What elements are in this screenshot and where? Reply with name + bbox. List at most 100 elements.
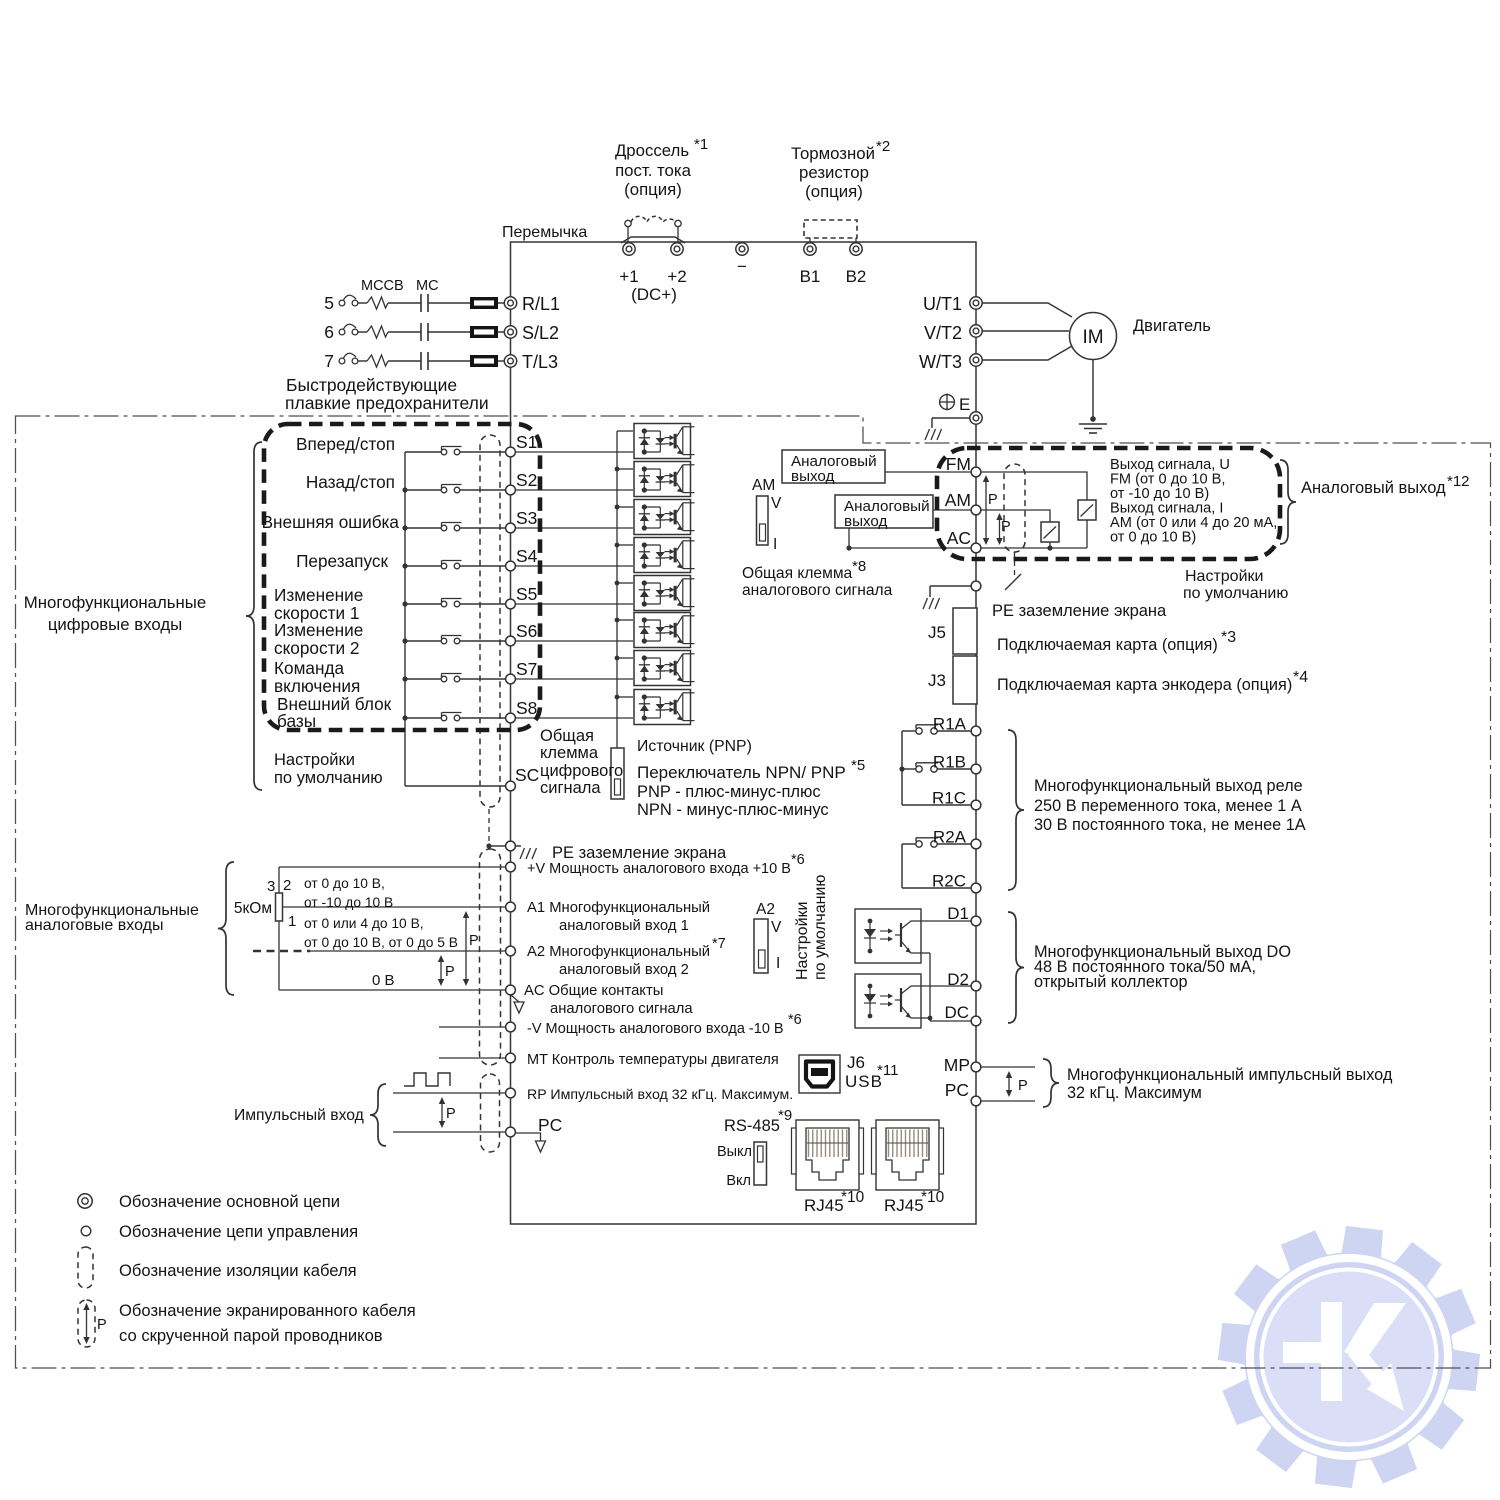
svg-text:Внешний блок: Внешний блок bbox=[277, 694, 392, 714]
svg-text:Настройки: Настройки bbox=[1185, 568, 1263, 585]
svg-text:RP Импульсный вход 32 кГц. Мак: RP Импульсный вход 32 кГц. Максимум. bbox=[527, 1087, 793, 1103]
svg-text:скорости 1: скорости 1 bbox=[274, 603, 359, 623]
svg-text:S4: S4 bbox=[516, 546, 538, 566]
svg-text:A2 Многофункциональный: A2 Многофункциональный bbox=[527, 944, 710, 960]
svg-text:250 В переменного тока, менее: 250 В переменного тока, менее 1 А bbox=[1034, 797, 1302, 815]
svg-text:Изменение: Изменение bbox=[274, 620, 363, 640]
svg-text:A1 Многофункциональный: A1 Многофункциональный bbox=[527, 900, 710, 916]
svg-text:+2: +2 bbox=[667, 267, 686, 286]
svg-text:Подключаемая карта энкодера (о: Подключаемая карта энкодера (опция) bbox=[997, 676, 1292, 694]
svg-text:Аналоговый: Аналоговый bbox=[844, 498, 930, 515]
svg-text:*9: *9 bbox=[778, 1107, 792, 1124]
svg-text:V/T2: V/T2 bbox=[924, 323, 962, 343]
svg-text:Быстродействующие: Быстродействующие bbox=[286, 375, 457, 395]
svg-text:по умолчанию: по умолчанию bbox=[1183, 585, 1288, 602]
svg-text:AM: AM bbox=[752, 477, 775, 494]
svg-text:D1: D1 bbox=[947, 904, 969, 923]
svg-text:аналоговый вход 1: аналоговый вход 1 bbox=[559, 918, 689, 934]
svg-text:выход: выход bbox=[791, 468, 835, 485]
svg-text:AM (от 0 или 4 до 20 мА,: AM (от 0 или 4 до 20 мА, bbox=[1110, 515, 1277, 531]
svg-text:Выход сигнала, U: Выход сигнала, U bbox=[1110, 457, 1230, 473]
svg-text:B2: B2 bbox=[846, 267, 867, 286]
svg-text:Обозначение экранированного ка: Обозначение экранированного кабеля bbox=[119, 1301, 416, 1320]
svg-text:открытый коллектор: открытый коллектор bbox=[1034, 973, 1188, 991]
svg-text:по умолчанию: по умолчанию bbox=[812, 875, 829, 980]
svg-text:включения: включения bbox=[274, 676, 360, 696]
svg-text:RJ45: RJ45 bbox=[884, 1196, 924, 1215]
svg-text:U/T1: U/T1 bbox=[923, 294, 962, 314]
svg-text:Выкл: Выкл bbox=[717, 1144, 752, 1160]
svg-text:Обозначение основной цепи: Обозначение основной цепи bbox=[119, 1192, 340, 1211]
svg-text:Тормозной: Тормозной bbox=[791, 144, 875, 163]
svg-text:S8: S8 bbox=[516, 698, 537, 718]
svg-text:PC: PC bbox=[538, 1115, 562, 1135]
svg-text:Настройки: Настройки bbox=[794, 902, 811, 980]
svg-text:IM: IM bbox=[1082, 327, 1103, 348]
svg-text:Выход сигнала, I: Выход сигнала, I bbox=[1110, 501, 1223, 517]
svg-text:клемма: клемма bbox=[540, 744, 599, 762]
svg-text:PC: PC bbox=[945, 1080, 969, 1100]
svg-text:R1B: R1B bbox=[933, 753, 966, 772]
svg-text:R2C: R2C bbox=[932, 872, 966, 891]
svg-text:базы: базы bbox=[277, 711, 316, 731]
svg-text:от 0 до 10 В, от 0 до 5 В: от 0 до 10 В, от 0 до 5 В bbox=[304, 935, 458, 950]
svg-text:30 В постоянного тока, не мене: 30 В постоянного тока, не менее 1А bbox=[1034, 816, 1306, 834]
svg-text:PE заземление экрана: PE заземление экрана bbox=[992, 602, 1167, 620]
svg-text:32 кГц. Максимум: 32 кГц. Максимум bbox=[1067, 1084, 1202, 1102]
svg-text:FM (от 0 до 10 В,: FM (от 0 до 10 В, bbox=[1110, 472, 1225, 488]
svg-text:*12: *12 bbox=[1447, 473, 1470, 490]
svg-text:Подключаемая карта (опция): Подключаемая карта (опция) bbox=[997, 636, 1218, 654]
svg-text:по умолчанию: по умолчанию bbox=[274, 769, 383, 787]
svg-text:*1: *1 bbox=[694, 136, 708, 153]
svg-text:Аналоговый: Аналоговый bbox=[791, 453, 877, 470]
svg-text:Дроссель: Дроссель bbox=[615, 141, 689, 160]
svg-text:P: P bbox=[1018, 1078, 1028, 1094]
svg-text:D2: D2 bbox=[947, 970, 969, 989]
svg-text:6: 6 bbox=[324, 322, 334, 342]
svg-text:SC: SC bbox=[515, 765, 539, 785]
svg-text:аналогового сигнала: аналогового сигнала bbox=[550, 1001, 693, 1017]
svg-text:*7: *7 bbox=[712, 936, 726, 952]
svg-text:Переключатель NPN/ PNP: Переключатель NPN/ PNP bbox=[637, 763, 846, 782]
svg-text:+V Мощность аналогового входа: +V Мощность аналогового входа +10 В bbox=[527, 861, 791, 877]
svg-text:R2A: R2A bbox=[933, 828, 967, 847]
svg-text:+1: +1 bbox=[619, 267, 638, 286]
svg-text:P: P bbox=[446, 1106, 456, 1122]
svg-text:Вкл: Вкл bbox=[726, 1173, 751, 1189]
svg-text:*6: *6 bbox=[791, 852, 805, 868]
svg-text:J6: J6 bbox=[847, 1053, 865, 1072]
svg-text:RJ45: RJ45 bbox=[804, 1196, 844, 1215]
svg-text:выход: выход bbox=[844, 513, 888, 530]
svg-text:RS-485: RS-485 bbox=[724, 1117, 780, 1135]
svg-text:Перезапуск: Перезапуск bbox=[296, 551, 388, 571]
svg-text:R1A: R1A bbox=[933, 715, 967, 734]
svg-text:P: P bbox=[97, 1317, 107, 1333]
svg-text:скорости 2: скорости 2 bbox=[274, 638, 359, 658]
svg-text:3: 3 bbox=[267, 878, 275, 895]
svg-text:5кОм: 5кОм bbox=[234, 900, 272, 917]
svg-text:*6: *6 bbox=[788, 1012, 802, 1028]
svg-text:2: 2 bbox=[283, 877, 291, 894]
svg-text:Настройки: Настройки bbox=[274, 751, 355, 769]
svg-text:S2: S2 bbox=[516, 470, 537, 490]
svg-text:*10: *10 bbox=[841, 1189, 865, 1206]
svg-text:Многофункциональные: Многофункциональные bbox=[25, 902, 199, 919]
svg-text:от 0 до 10 В,: от 0 до 10 В, bbox=[304, 876, 385, 891]
svg-text:DC: DC bbox=[944, 1003, 969, 1022]
svg-text:S6: S6 bbox=[516, 621, 537, 641]
svg-text:(опция): (опция) bbox=[805, 182, 863, 201]
svg-text:Общая: Общая bbox=[540, 727, 594, 745]
svg-text:S7: S7 bbox=[516, 659, 537, 679]
svg-text:от -10 до 10 В: от -10 до 10 В bbox=[304, 895, 393, 910]
svg-text:MP: MP bbox=[944, 1055, 970, 1075]
svg-text:5: 5 bbox=[324, 293, 334, 313]
svg-text:Изменение: Изменение bbox=[274, 585, 363, 605]
svg-text:Многофункциональные: Многофункциональные bbox=[24, 593, 206, 612]
svg-text:Аналоговый выход: Аналоговый выход bbox=[1301, 479, 1446, 497]
svg-text:Импульсный вход: Импульсный вход bbox=[234, 1107, 364, 1124]
svg-text:со скрученной парой проводнико: со скрученной парой проводников bbox=[119, 1326, 383, 1345]
svg-text:цифрового: цифрового bbox=[540, 762, 623, 780]
svg-text:аналогового сигнала: аналогового сигнала bbox=[742, 582, 893, 599]
svg-text:MT Контроль температуры двигат: MT Контроль температуры двигателя bbox=[527, 1052, 779, 1068]
svg-text:сигнала: сигнала bbox=[540, 779, 601, 797]
